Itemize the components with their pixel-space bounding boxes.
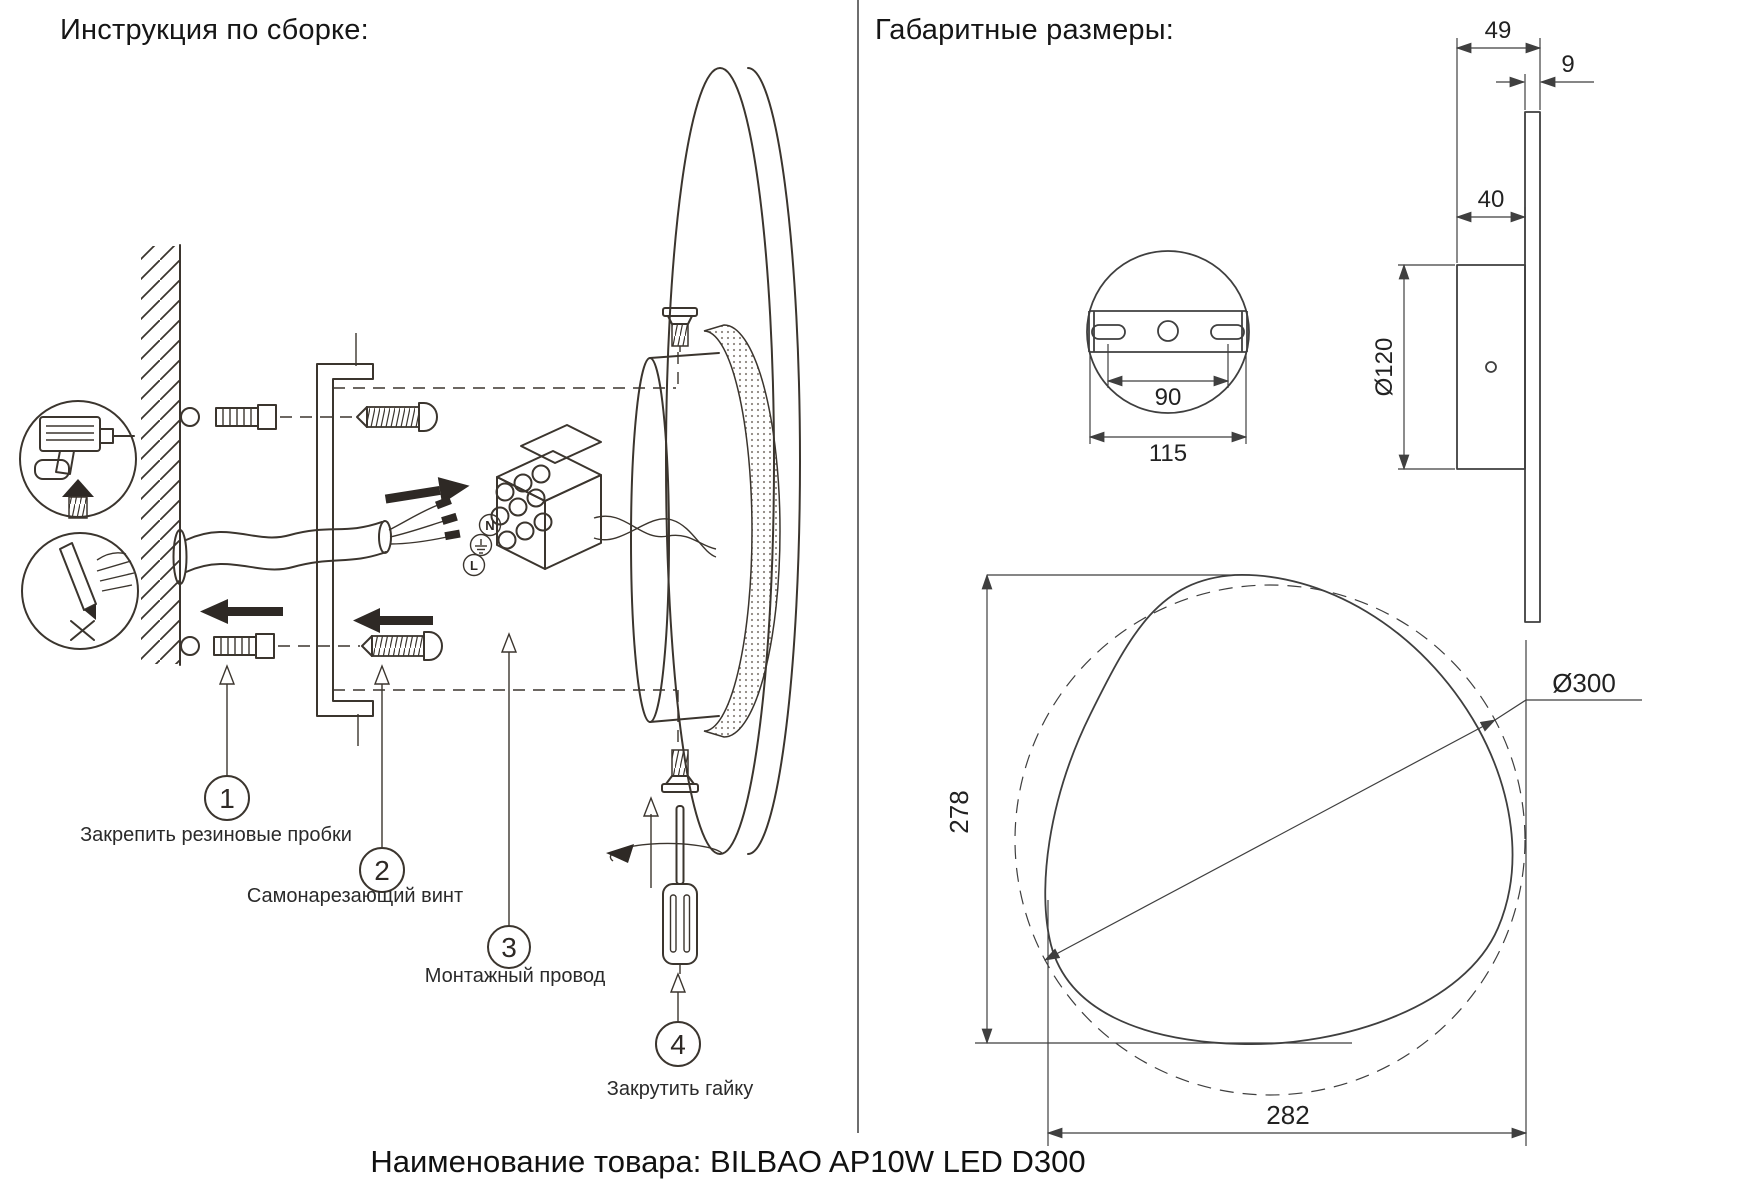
svg-text:4: 4 <box>670 1029 686 1060</box>
mains-cable <box>185 496 461 573</box>
step-1-leader: 1 <box>204 664 250 821</box>
arrow-right-icon <box>384 477 470 504</box>
dimension-40: 40 <box>1455 186 1527 263</box>
alignment-dashes <box>333 352 679 748</box>
drill-icon <box>19 400 137 519</box>
cable-grommet <box>172 529 188 585</box>
svg-text:L: L <box>470 558 478 573</box>
terminal-label-n: N <box>478 513 502 537</box>
svg-text:282: 282 <box>1266 1100 1309 1130</box>
svg-text:Ø120: Ø120 <box>1371 338 1398 397</box>
rotation-arrow-icon <box>606 842 723 863</box>
right-panel-title: Габаритные размеры: <box>875 14 1175 46</box>
front-view <box>1014 574 1526 1096</box>
terminal-block: N L <box>462 424 717 577</box>
terminal-label-ground-icon <box>469 533 493 557</box>
svg-text:3: 3 <box>501 932 517 963</box>
fixing-screw-top <box>662 307 698 352</box>
dimension-9: 9 <box>1496 51 1594 110</box>
screw-top <box>356 402 438 432</box>
step-2-leader: 2 <box>359 664 405 893</box>
dimension-90: 90 <box>1106 344 1230 411</box>
screw-bottom <box>361 631 443 661</box>
svg-text:9: 9 <box>1561 51 1574 78</box>
svg-text:N: N <box>485 518 494 533</box>
terminal-label-l: L <box>462 553 486 577</box>
step-4-leader: 4 <box>655 972 701 1067</box>
wall-plug-top <box>180 404 356 430</box>
left-panel-title: Инструкция по сборке: <box>60 14 369 46</box>
step-3-label: Монтажный провод <box>424 965 606 987</box>
svg-text:90: 90 <box>1155 384 1182 411</box>
push-up-arrow-icon <box>642 796 660 888</box>
side-view <box>1456 111 1541 623</box>
step-3-badge <box>487 925 531 969</box>
svg-text:278: 278 <box>944 790 974 833</box>
dimension-115: 115 <box>1088 352 1248 467</box>
assembly-diagram: N L <box>19 67 801 1067</box>
svg-text:40: 40 <box>1478 186 1505 213</box>
led-ring-texture <box>703 324 781 738</box>
back-view <box>1086 250 1250 414</box>
lamp-canopy <box>630 352 720 723</box>
wall-section <box>141 244 188 666</box>
dimension-49: 49 <box>1455 17 1542 263</box>
step-1-badge <box>204 775 250 821</box>
step-1-label: Закрепить резиновые пробки <box>80 824 352 846</box>
dimension-282: 282 <box>1046 640 1528 1146</box>
svg-text:1: 1 <box>219 783 235 814</box>
product-name: Наименование товара: BILBAO AP10W LED D3… <box>370 1144 1086 1179</box>
lamp-disc <box>665 67 801 855</box>
arrow-left-wall-icon <box>200 599 283 624</box>
marking-pencil-icon <box>21 532 139 650</box>
dimension-120: Ø120 <box>1371 263 1455 471</box>
fixing-screw-bottom <box>661 749 699 793</box>
wall-plug-bottom <box>180 633 360 659</box>
svg-text:2: 2 <box>374 855 390 886</box>
dimension-300: Ø300 <box>1043 668 1642 961</box>
svg-text:Ø300: Ø300 <box>1552 668 1616 698</box>
step-2-label: Самонарезающий винт <box>246 885 464 907</box>
step-3-leader: 3 <box>487 632 531 969</box>
svg-text:115: 115 <box>1149 440 1187 467</box>
dimension-drawings: 49 9 40 Ø120 <box>944 17 1642 1146</box>
dimension-278: 278 <box>944 573 1352 1045</box>
screwdriver <box>662 805 698 974</box>
arrow-left-mid-icon <box>353 608 433 633</box>
step-4-badge <box>655 1021 701 1067</box>
svg-text:49: 49 <box>1485 17 1512 44</box>
step-4-label: Закрутить гайку <box>606 1078 754 1100</box>
mounting-bracket <box>316 333 374 746</box>
step-2-badge <box>359 847 405 893</box>
